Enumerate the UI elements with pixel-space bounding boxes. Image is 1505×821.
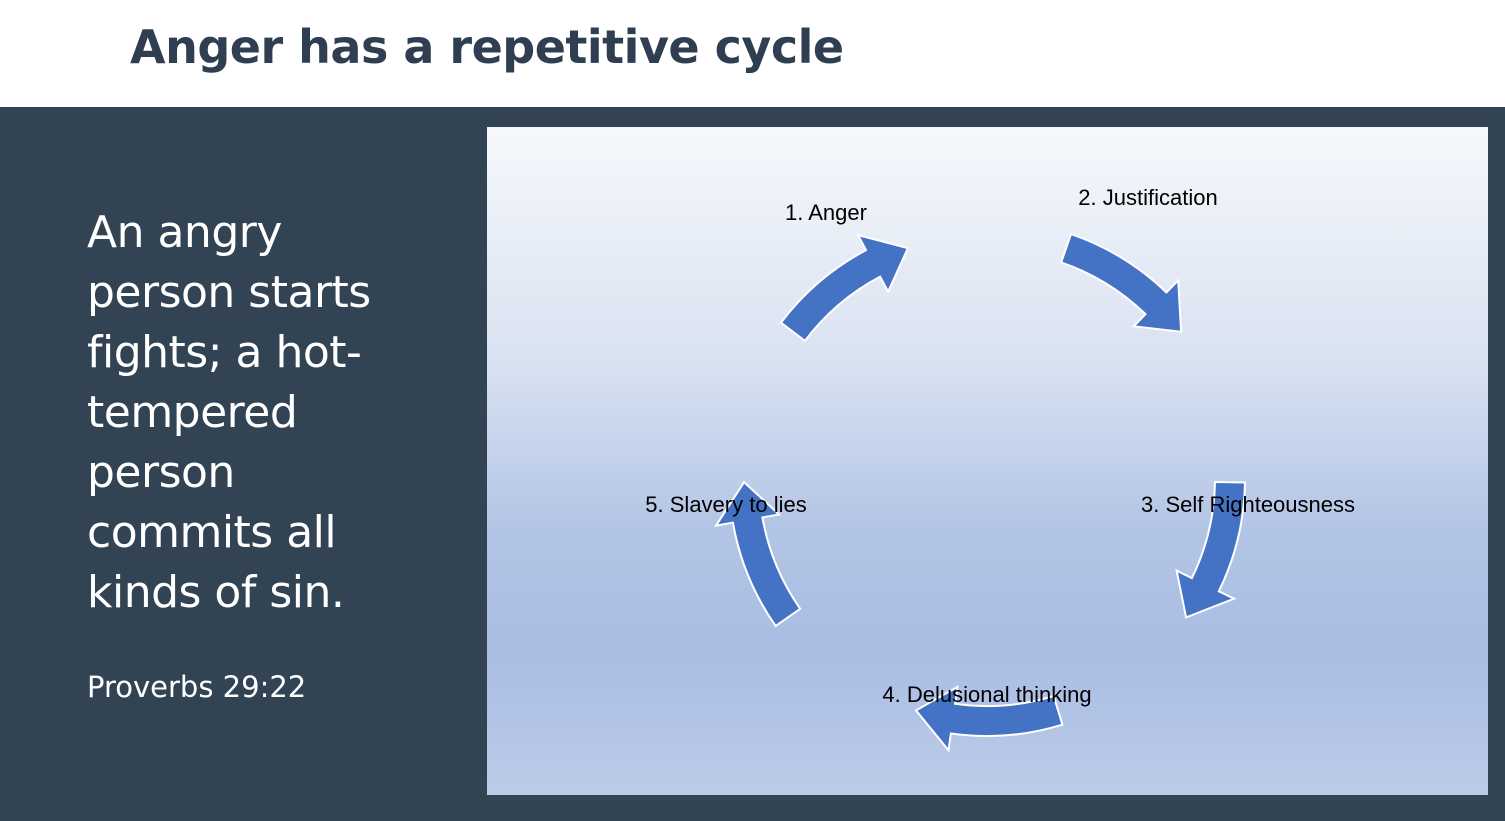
node-anger: 1. Anger xyxy=(785,200,867,225)
slide-title: Anger has a repetitive cycle xyxy=(130,20,844,74)
arrow-slavery-to-lies-to-anger xyxy=(779,233,910,343)
node-justification: 2. Justification xyxy=(1078,185,1218,210)
arrow-self-righteousness-to-delusional-thinking xyxy=(914,685,1064,753)
arrow-justification-to-self-righteousness xyxy=(1175,480,1247,619)
arrow-anger-to-justification xyxy=(1059,232,1183,333)
scripture-quote: An angry person starts fights; a hot-tem… xyxy=(87,207,371,618)
arrow-delusional-thinking-to-slavery-to-lies xyxy=(714,480,802,628)
scripture-reference: Proverbs 29:22 xyxy=(87,670,307,704)
node-self-righteousness: 3. Self Righteousness xyxy=(1140,492,1356,517)
cycle-diagram-canvas xyxy=(714,232,1247,753)
cycle-diagram: 1. Anger 2. Justification 3. Self Righte… xyxy=(487,127,1488,795)
node-delusional-thinking: 4. Delusional thinking xyxy=(882,682,1092,707)
node-slavery-to-lies: 5. Slavery to lies xyxy=(645,492,807,517)
